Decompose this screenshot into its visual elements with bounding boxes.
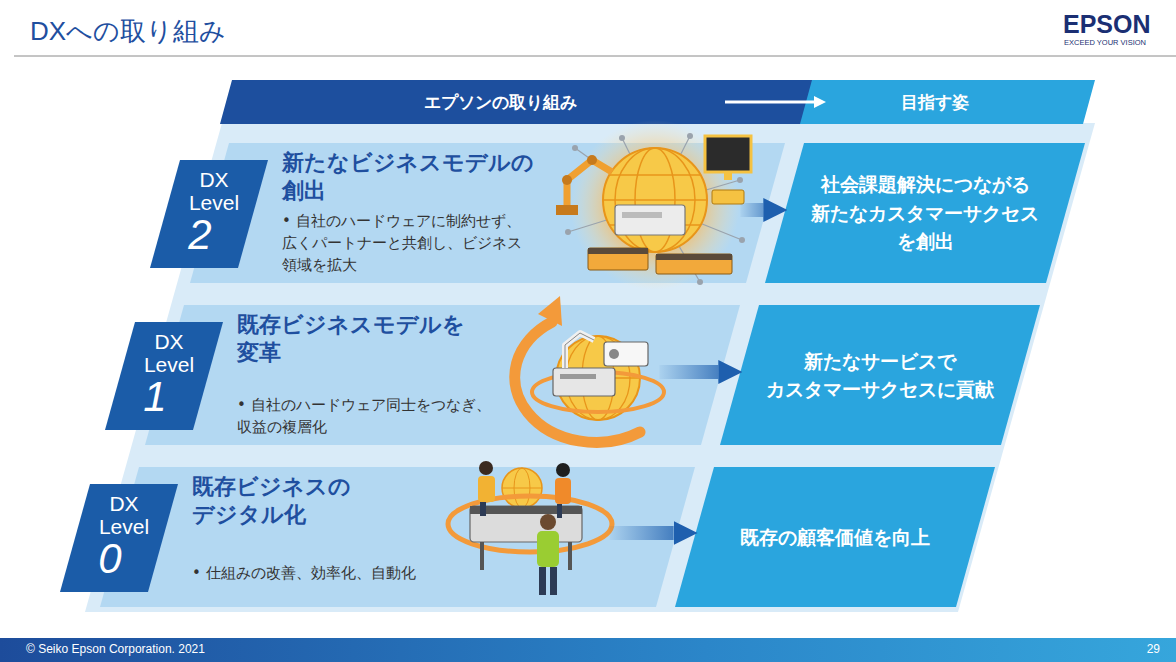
title-rule xyxy=(14,56,1176,57)
level-badge: DX Level0 xyxy=(60,484,178,592)
globe xyxy=(502,468,542,508)
network-glow xyxy=(697,279,703,285)
header-band: エプソンの取り組み xyxy=(220,80,825,124)
people xyxy=(550,567,557,595)
level-number: 0 xyxy=(74,536,146,582)
goal-box: 社会課題解決につながる 新たなカスタマーサクセス を創出 xyxy=(765,143,1085,283)
monitor xyxy=(724,172,732,180)
people xyxy=(537,531,559,567)
header-text: エプソンの取り組み xyxy=(380,91,620,113)
logo-tagline: EXCEED YOUR VISION xyxy=(1064,38,1174,47)
globe xyxy=(603,148,707,252)
level-label: DX Level xyxy=(182,168,246,214)
globe xyxy=(603,148,707,252)
printer xyxy=(588,205,732,274)
goal-box-outline xyxy=(765,143,1085,283)
devices xyxy=(604,342,648,366)
initiative-panel: 既存ビジネスモデルを 変革 • 自社のハードウェア同士をつなぎ、 収益の複層化 xyxy=(145,305,740,445)
robot-arm xyxy=(562,175,572,185)
printer xyxy=(622,212,662,218)
initiative-heading: 新たなビジネスモデルの 創出 xyxy=(282,149,544,204)
monitor xyxy=(705,136,751,172)
level-number: 2 xyxy=(164,212,236,258)
people xyxy=(480,502,486,516)
page-number: 29 xyxy=(1100,642,1160,656)
header-band: 目指す姿 xyxy=(800,80,1095,124)
devices xyxy=(553,368,615,396)
people xyxy=(479,461,493,475)
globe xyxy=(603,199,707,201)
monitor xyxy=(712,190,744,204)
network-glow xyxy=(687,133,693,139)
result-arrow xyxy=(610,526,674,540)
initiative-detail: • 自社のハードウェアに制約せず、 広くパートナーと共創し、ビジネス 領域を拡大 xyxy=(282,211,574,276)
network-glow xyxy=(572,145,578,151)
goal-box-outline xyxy=(720,305,1040,445)
network-glow xyxy=(619,135,625,141)
printer xyxy=(588,248,648,270)
goal-box-outline xyxy=(675,467,995,607)
people xyxy=(478,476,495,502)
goal-box: 新たなサービスで カスタマーサクセスに貢献 xyxy=(720,305,1040,445)
initiative-detail: • 自社のハードウェア同士をつなぎ、 収益の複層化 xyxy=(237,395,529,439)
goal-text: 社会課題解決につながる 新たなカスタマーサクセス を創出 xyxy=(795,170,1055,256)
initiative-detail: • 仕組みの改善、効率化、自動化 xyxy=(192,563,484,585)
printer xyxy=(656,254,732,274)
printer xyxy=(656,254,732,260)
globe xyxy=(502,468,542,508)
network-glow xyxy=(739,237,745,243)
copyright: © Seiko Epson Corporation. 2021 xyxy=(26,642,426,656)
goal-text: 既存の顧客価値を向上 xyxy=(705,523,965,552)
large-format-printer xyxy=(470,506,582,542)
initiative-heading: 既存ビジネスの デジタル化 xyxy=(192,473,454,528)
level-badge: DX Level2 xyxy=(150,160,268,268)
level-number: 1 xyxy=(119,374,191,420)
footer-bar xyxy=(0,638,1176,662)
header-text: 目指す姿 xyxy=(810,91,1060,113)
people xyxy=(556,463,570,477)
level-badge: DX Level1 xyxy=(105,322,223,430)
printer xyxy=(615,205,685,235)
goal-text: 新たなサービスで カスタマーサクセスに貢献 xyxy=(750,347,1010,404)
network-glow xyxy=(565,229,571,235)
slide-title: DXへの取り組み xyxy=(30,16,226,47)
large-format-printer xyxy=(568,542,572,570)
people xyxy=(539,567,546,595)
people xyxy=(555,478,571,504)
printer xyxy=(588,248,648,254)
large-format-printer xyxy=(480,542,484,570)
level-label: DX Level xyxy=(92,492,156,538)
level-label: DX Level xyxy=(137,330,201,376)
devices xyxy=(560,374,596,379)
globe xyxy=(502,488,542,489)
goal-box: 既存の顧客価値を向上 xyxy=(675,467,995,607)
robot-arm xyxy=(587,155,597,165)
devices xyxy=(553,333,648,396)
robot-arm xyxy=(556,205,578,215)
header-arrow xyxy=(725,101,814,104)
result-arrow xyxy=(659,365,718,379)
initiative-panel: 既存ビジネスの デジタル化 • 仕組みの改善、効率化、自動化 xyxy=(100,467,695,607)
initiative-heading: 既存ビジネスモデルを 変革 xyxy=(237,311,499,366)
initiative-panel-outline xyxy=(100,467,695,607)
initiative-panel: 新たなビジネスモデルの 創出 • 自社のハードウェアに制約せず、 広くパートナーと… xyxy=(190,143,785,283)
people xyxy=(557,504,562,518)
monitor xyxy=(705,136,751,204)
goal-box-shape xyxy=(720,305,1040,445)
initiative-panel-shape xyxy=(100,467,695,607)
header-band-outline xyxy=(800,80,1095,124)
header-band-outline xyxy=(220,80,825,124)
result-arrow xyxy=(740,203,763,217)
initiative-panel-outline xyxy=(145,305,740,445)
globe xyxy=(610,174,700,176)
logo-wordmark: EPSON xyxy=(1063,9,1173,39)
network-glow xyxy=(737,177,743,183)
large-format-printer xyxy=(470,506,582,514)
initiative-panel-outline xyxy=(190,143,785,283)
devices xyxy=(609,349,619,359)
people xyxy=(540,514,556,530)
